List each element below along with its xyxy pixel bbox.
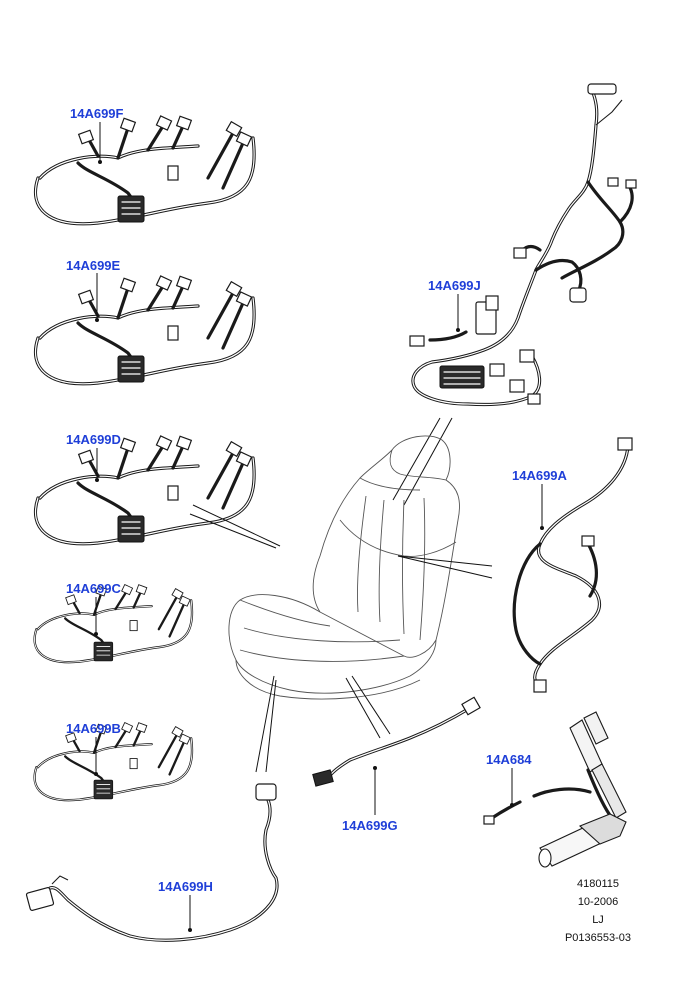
label-14a699b: 14A699B	[66, 721, 121, 736]
footer-initials: LJ	[592, 914, 604, 926]
label-14a699d: 14A699D	[66, 432, 121, 447]
label-14a699g: 14A699G	[342, 818, 398, 833]
label-14a699a: 14A699A	[512, 468, 567, 483]
seat-illustration	[228, 435, 460, 700]
label-14a699h: 14A699H	[158, 879, 213, 894]
harness-14a699f	[33, 114, 256, 226]
label-14a699e: 14A699E	[66, 258, 121, 273]
footer-date: 10-2006	[577, 896, 619, 908]
belt-buckle-14a684	[483, 711, 627, 868]
harness-14a699j	[409, 83, 637, 407]
harness-14a699c	[33, 583, 194, 664]
label-14a699c: 14A699C	[66, 581, 121, 596]
harness-14a699d	[33, 434, 256, 546]
label-14a699j: 14A699J	[428, 278, 481, 293]
label-14a684: 14A684	[486, 752, 532, 767]
harness-14a699g	[312, 696, 481, 787]
harness-14a699e	[33, 274, 256, 386]
footer-code: 4180115	[576, 878, 619, 890]
footer-ref: P0136553-03	[564, 932, 632, 944]
harness-14a699h	[25, 783, 279, 942]
harness-14a699a	[512, 437, 633, 693]
label-14a699f: 14A699F	[70, 106, 124, 121]
